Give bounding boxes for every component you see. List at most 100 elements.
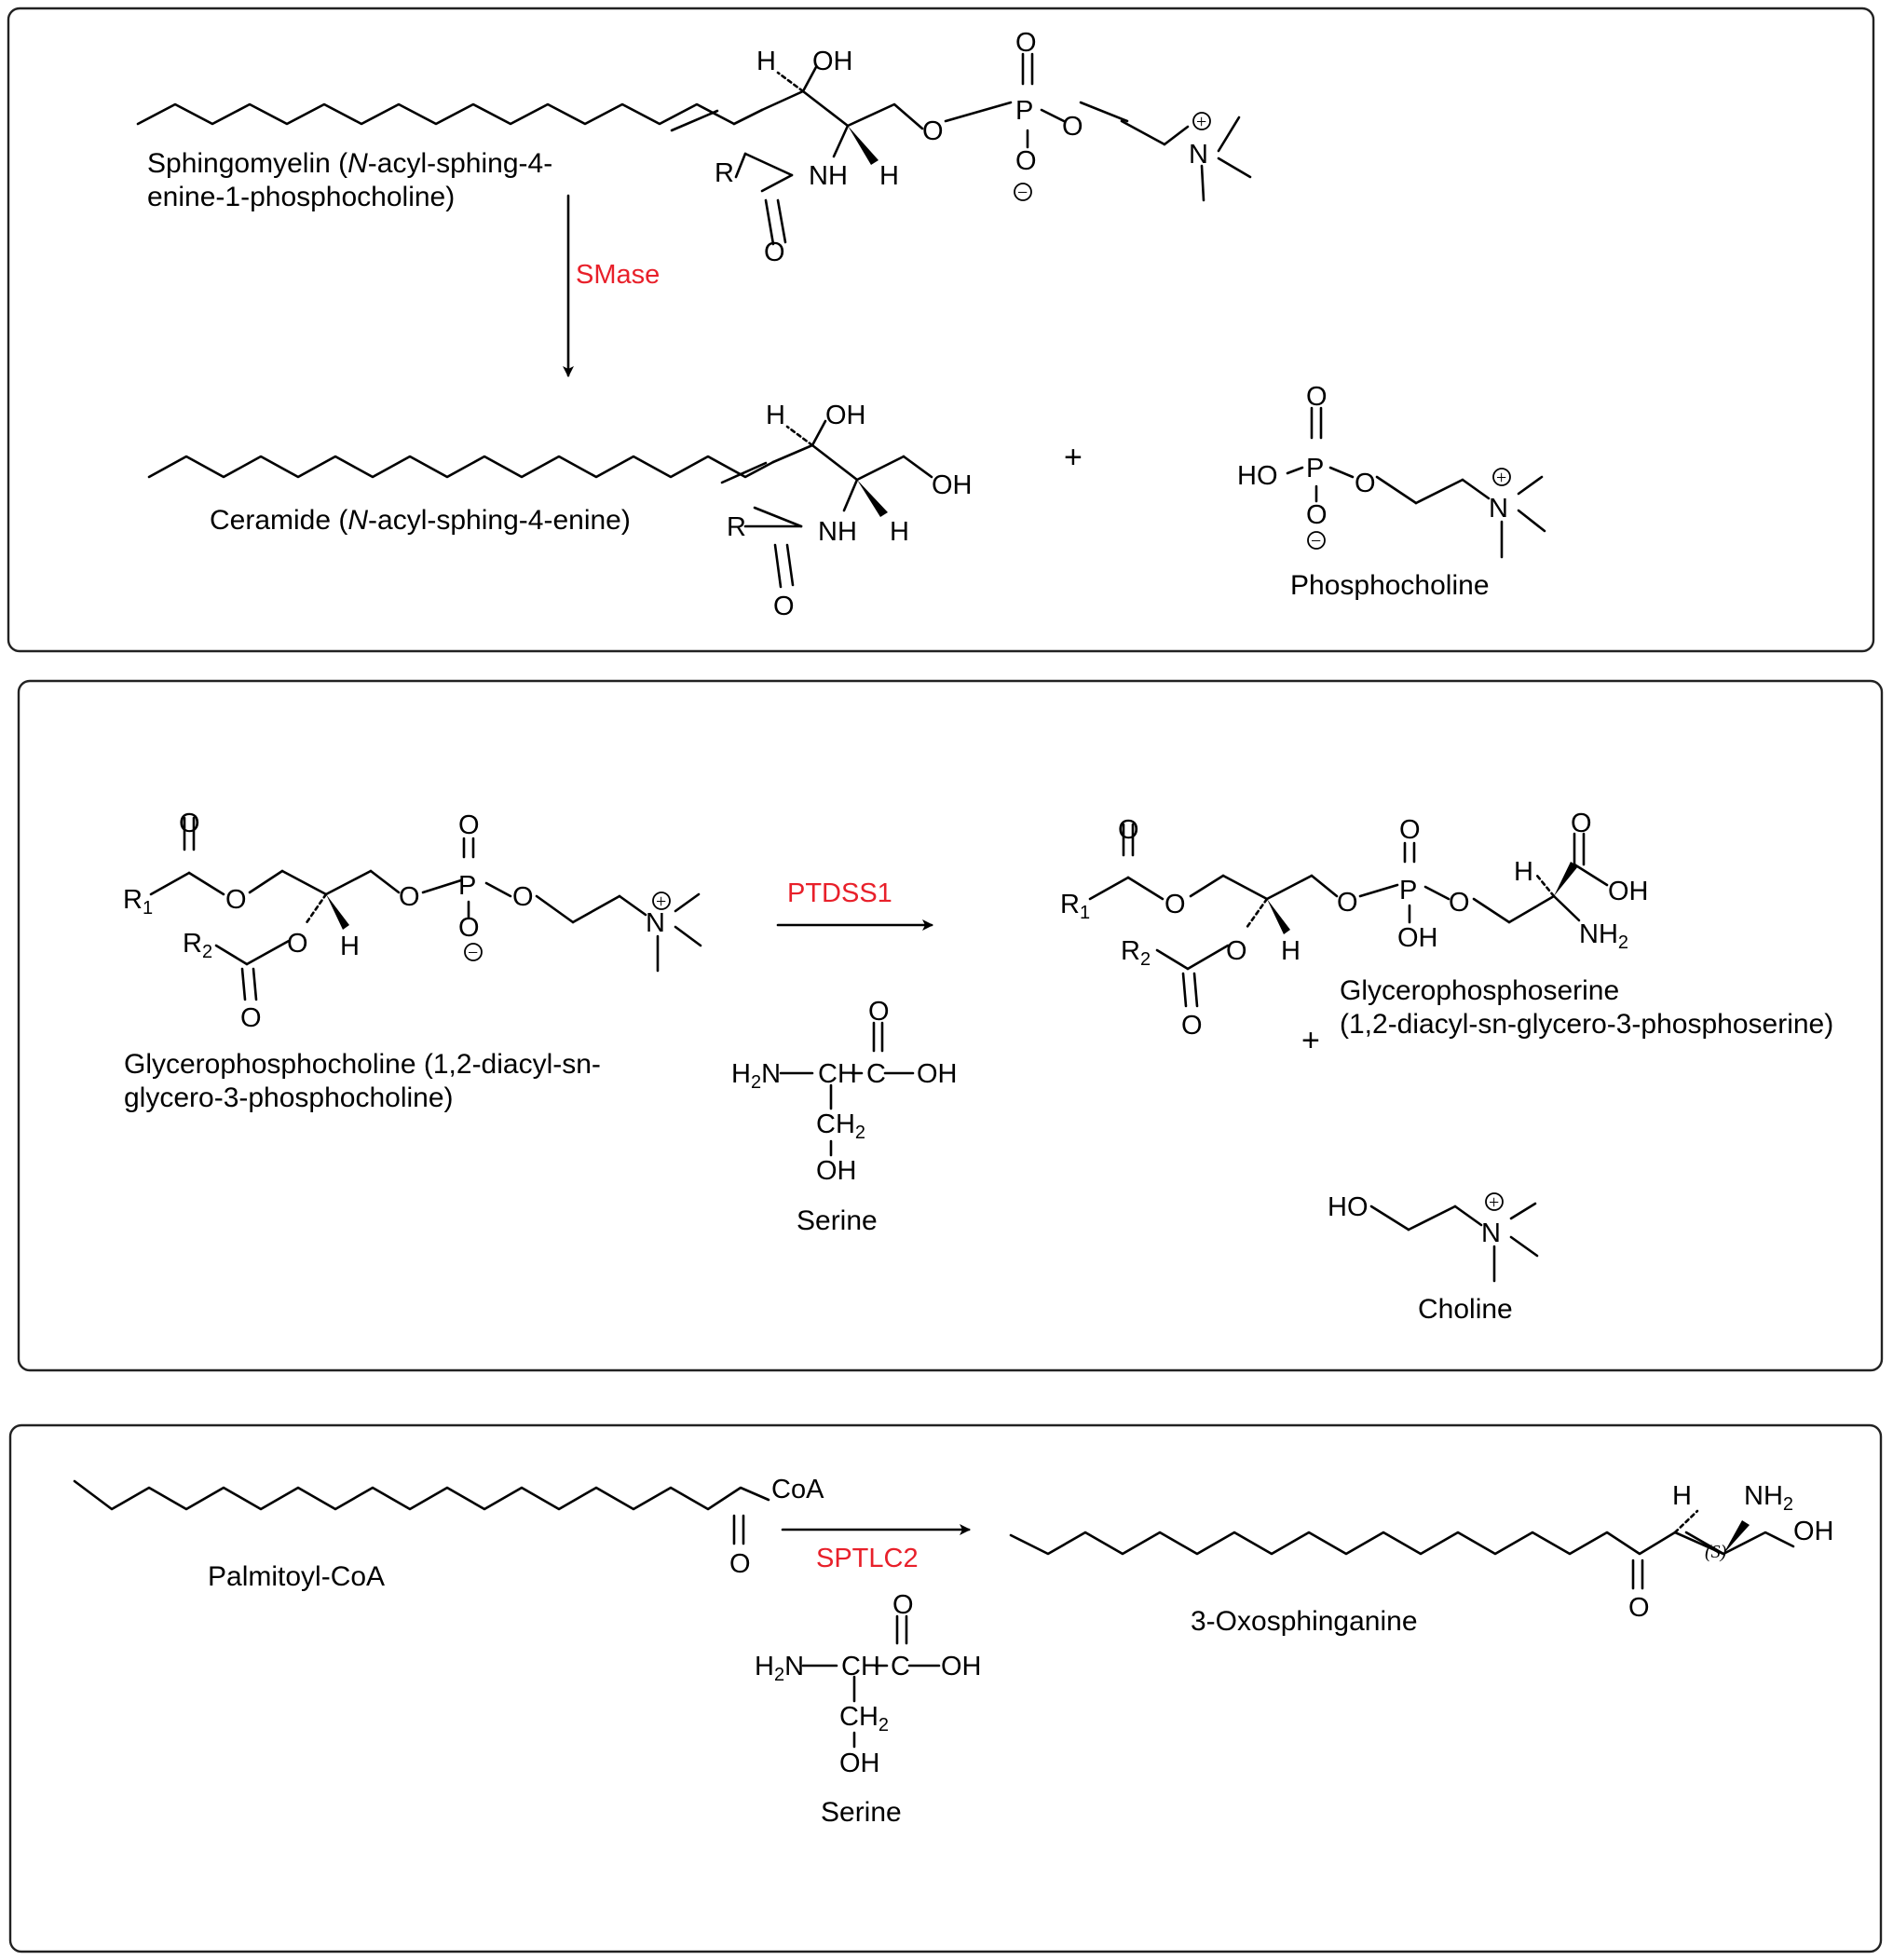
gps-o2-atom: O	[1164, 890, 1186, 919]
oxo-oh-atom: OH	[1793, 1517, 1834, 1546]
serine-caption-2: Serine	[821, 1797, 902, 1828]
ser1-h2n-atom: H2N	[731, 1059, 781, 1093]
serine-caption-1: Serine	[797, 1205, 878, 1236]
choline-structure	[1369, 1202, 1539, 1283]
cer-o-atom: O	[773, 592, 795, 621]
gps-o5-atom: O	[1181, 1011, 1203, 1041]
gpc-o1-atom: O	[179, 809, 200, 838]
sphingomyelin-structure	[136, 52, 1252, 246]
gps-h-stereo-atom: H	[1514, 857, 1533, 887]
phosphocholine-caption: Phosphocholine	[1290, 570, 1490, 601]
gpc-minus-sign: −	[468, 943, 478, 963]
gps-oh-acid-atom: OH	[1608, 877, 1649, 906]
gpc-caption-line1: Glycerophosphocholine (1,2-diacyl-sn-	[124, 1049, 601, 1080]
gpc-o-bottom-atom: O	[458, 913, 480, 943]
gps-o3-atom: O	[1337, 888, 1358, 918]
sm-r-atom: R	[715, 158, 734, 188]
sm-minus-sign: −	[1017, 183, 1028, 203]
ser2-oh2-atom: OH	[839, 1749, 880, 1778]
sm-h2-atom: H	[879, 161, 899, 191]
sm-nh-atom: NH	[809, 161, 848, 191]
pc-minus-charge	[1307, 531, 1326, 550]
ceramide-structure	[147, 419, 933, 589]
oxo-o-atom: O	[1628, 1593, 1650, 1623]
sm-n-atom: N	[1189, 140, 1208, 170]
smase-enzyme-label: SMase	[576, 260, 660, 290]
choline-plus-sign: +	[1489, 1192, 1499, 1213]
panel-3-border	[8, 1423, 1883, 1953]
pc-p-atom: P	[1306, 454, 1324, 483]
gpc-r1-atom: R1	[123, 885, 153, 919]
pc-plus-sign: +	[1496, 468, 1506, 488]
gps-o-acid-atom: O	[1571, 809, 1592, 838]
sm-o-bottom-atom: O	[1015, 146, 1037, 176]
serine-structure-2	[801, 1614, 941, 1749]
pc-o-top-atom: O	[1306, 382, 1328, 412]
gpc-plus-sign: +	[656, 892, 666, 912]
ser2-c-atom: C	[891, 1652, 910, 1681]
oxo-h-atom: H	[1672, 1481, 1692, 1511]
gpc-n-atom: N	[646, 908, 665, 938]
gps-r1-atom: R1	[1060, 890, 1090, 923]
ptdss1-enzyme-label: PTDSS1	[787, 878, 892, 908]
sm-oh-atom: OH	[812, 47, 853, 76]
ser1-c-atom: C	[866, 1059, 886, 1089]
sm-p-atom: P	[1015, 96, 1033, 126]
ceramide-caption: Ceramide (N-acyl-sphing-4-enine)	[210, 505, 631, 536]
ser2-ch2-atom: CH2	[839, 1702, 889, 1735]
sptlc2-enzyme-label: SPTLC2	[816, 1544, 919, 1573]
cer-r-atom: R	[727, 512, 746, 542]
oxo-nh2-atom: NH2	[1744, 1481, 1793, 1515]
sphingomyelin-caption-line1: Sphingomyelin (N-acyl-sphing-4-	[147, 148, 552, 179]
gps-caption-line1: Glycerophosphoserine	[1340, 975, 1619, 1006]
glycerophosphoserine-structure	[1088, 823, 1609, 1008]
oxo-stereo-label: (S)	[1705, 1542, 1727, 1562]
cer-oh2-atom: OH	[932, 470, 973, 500]
gps-o4-atom: O	[1226, 936, 1247, 966]
serine-structure-1	[779, 1021, 915, 1157]
gpc-h-atom: H	[340, 932, 360, 961]
palmitoyl-caption: Palmitoyl-CoA	[208, 1561, 385, 1592]
pc-n-atom: N	[1489, 494, 1508, 524]
gps-h-atom: H	[1281, 936, 1301, 966]
ser1-oh-atom: OH	[917, 1059, 958, 1089]
sphingomyelin-caption-line2: enine-1-phosphocholine)	[147, 182, 455, 212]
ser1-oh2-atom: OH	[816, 1156, 857, 1186]
ser1-ch-atom: CH	[818, 1059, 857, 1089]
ser2-o-atom: O	[892, 1590, 914, 1620]
sm-plus-charge	[1192, 112, 1211, 130]
sm-minus-charge	[1014, 183, 1032, 201]
gpc-plus-charge	[652, 892, 671, 910]
panel1-plus: +	[1064, 440, 1083, 475]
choline-plus-charge	[1485, 1192, 1504, 1211]
oxosphinganine-caption: 3-Oxosphinganine	[1191, 1606, 1418, 1637]
gps-caption-line2: (1,2-diacyl-sn-glycero-3-phosphoserine)	[1340, 1009, 1833, 1040]
sm-plus-sign: +	[1196, 112, 1206, 132]
ser2-oh-atom: OH	[941, 1652, 982, 1681]
sm-h-atom: H	[756, 47, 776, 76]
gps-o-right-atom: O	[1449, 888, 1470, 918]
gps-r2-atom: R2	[1121, 936, 1151, 970]
phosphocholine-structure	[1286, 406, 1546, 559]
gpc-o-top-atom: O	[458, 810, 480, 840]
oxosphinganine-structure	[1009, 1509, 1795, 1590]
sm-o-carbonyl-atom: O	[764, 238, 785, 267]
pc-minus-sign: −	[1311, 531, 1321, 551]
gpc-minus-charge	[464, 943, 483, 961]
gps-o-top-atom: O	[1399, 815, 1421, 845]
panel2-plus: +	[1301, 1023, 1320, 1058]
ser2-h2n-atom: H2N	[755, 1652, 804, 1685]
ser1-ch2-atom: CH2	[816, 1109, 865, 1143]
gpc-o5-atom: O	[240, 1003, 262, 1033]
gpc-o-right-atom: O	[512, 882, 534, 912]
sm-o-ether-atom: O	[922, 116, 944, 146]
panel-2-border	[17, 679, 1884, 1372]
pc-o-bottom-atom: O	[1306, 500, 1328, 530]
choline-n-atom: N	[1481, 1218, 1501, 1248]
gpc-o2-atom: O	[225, 885, 247, 915]
cer-h-atom: H	[766, 401, 785, 430]
gps-oh-atom: OH	[1397, 923, 1438, 953]
pc-ho-atom: HO	[1237, 461, 1278, 491]
pal-o-atom: O	[729, 1549, 751, 1579]
gps-o1-atom: O	[1118, 815, 1139, 845]
